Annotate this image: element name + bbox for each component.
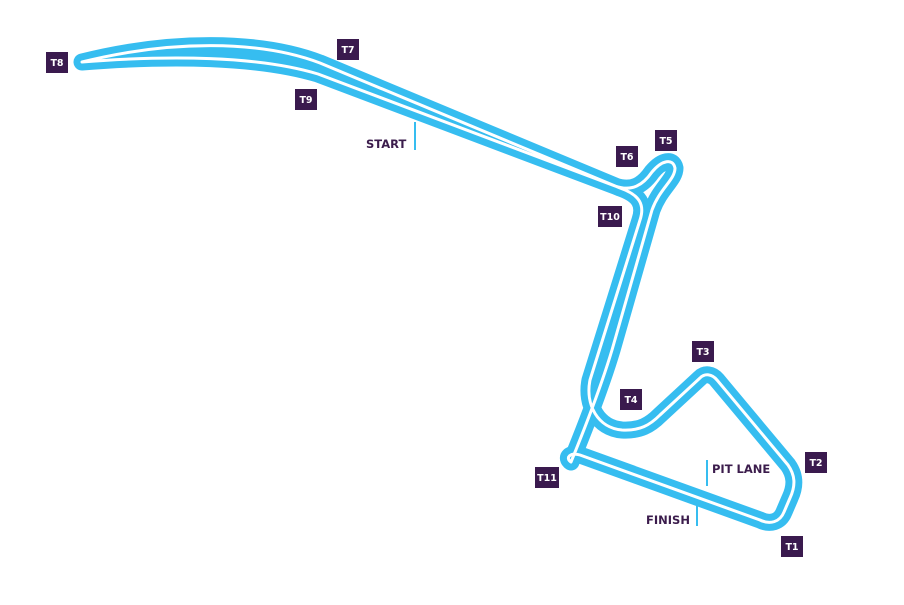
turn-badge bbox=[295, 89, 317, 110]
turn-label-t3: T3 bbox=[692, 341, 714, 362]
turn-label-t4: T4 bbox=[620, 389, 642, 410]
pit-lane-label: PIT LANE bbox=[712, 462, 770, 476]
turn-label-t11: T11 bbox=[535, 467, 559, 488]
track-outline bbox=[73, 37, 803, 531]
turn-badge bbox=[616, 146, 638, 167]
turn-badge bbox=[781, 536, 803, 557]
turn-badge bbox=[692, 341, 714, 362]
start-label: START bbox=[366, 137, 406, 151]
turn-text: T8 bbox=[50, 58, 63, 69]
finish-label: FINISH bbox=[646, 513, 690, 527]
turn-badge bbox=[535, 467, 559, 488]
track bbox=[73, 37, 803, 531]
turn-label-t2: T2 bbox=[805, 452, 827, 473]
turn-label-t7: T7 bbox=[337, 39, 359, 60]
turn-text: T11 bbox=[537, 473, 557, 484]
turn-badge bbox=[655, 130, 677, 151]
track-inner-line bbox=[80, 44, 796, 524]
turn-text: T2 bbox=[809, 458, 822, 469]
turn-label-t10: T10 bbox=[598, 206, 622, 227]
turn-label-t6: T6 bbox=[616, 146, 638, 167]
turn-text: T4 bbox=[624, 395, 637, 406]
turn-label-t1: T1 bbox=[781, 536, 803, 557]
turn-text: T9 bbox=[299, 95, 312, 106]
turn-text: T3 bbox=[696, 347, 709, 358]
turn-text: T10 bbox=[600, 212, 620, 223]
turn-text: T6 bbox=[620, 152, 633, 163]
turn-label-t8: T8 bbox=[46, 52, 68, 73]
turn-badge bbox=[805, 452, 827, 473]
turn-label-t9: T9 bbox=[295, 89, 317, 110]
turn-label-t5: T5 bbox=[655, 130, 677, 151]
turn-badge bbox=[46, 52, 68, 73]
turn-text: T7 bbox=[341, 45, 354, 56]
turn-badge bbox=[337, 39, 359, 60]
turn-text: T5 bbox=[659, 136, 672, 147]
turn-badge bbox=[620, 389, 642, 410]
turn-text: T1 bbox=[785, 542, 798, 553]
turn-badge bbox=[598, 206, 622, 227]
